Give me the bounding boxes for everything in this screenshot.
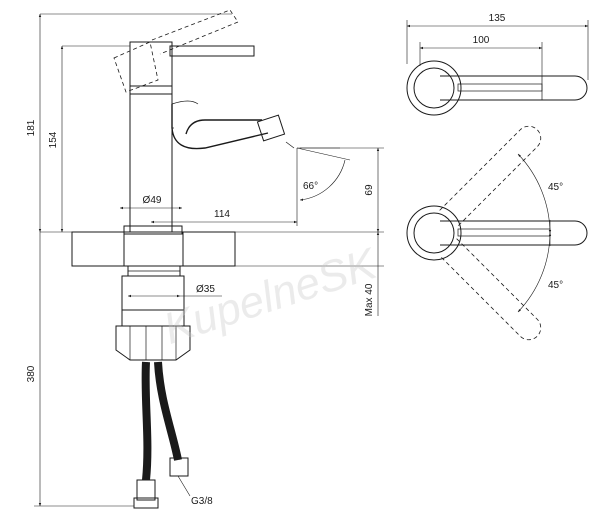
dimension-100: 100 <box>419 35 543 76</box>
faucet-body <box>123 85 183 235</box>
dimension-135: 135 <box>406 13 589 80</box>
angle-lower-label: 45° <box>548 280 563 291</box>
dimension-max40: Max 40 <box>235 232 384 316</box>
side-view: 181 154 Ø49 114 66° <box>26 9 384 509</box>
dimension-69: 69 <box>235 147 384 233</box>
top-view: 135 100 <box>406 13 589 116</box>
dim-114-label: 114 <box>214 209 230 220</box>
dimension-d35: Ø35 <box>128 284 222 298</box>
rotation-view: 45° 45° <box>406 125 588 341</box>
dim-380-label: 380 <box>26 365 37 382</box>
dim-154-label: 154 <box>48 131 59 148</box>
angle-arcs <box>517 153 552 313</box>
handle-rotated-right <box>439 238 542 341</box>
dimension-181: 181 <box>26 13 232 233</box>
faucet-spout <box>171 100 295 150</box>
dim-181-label: 181 <box>26 119 37 136</box>
dim-g38-label: G3/8 <box>191 496 213 507</box>
dim-69-label: 69 <box>364 184 375 196</box>
handle-raised-position <box>113 9 239 93</box>
dim-max40-label: Max 40 <box>364 283 375 316</box>
angle-upper-label: 45° <box>548 182 563 193</box>
countertop <box>71 231 236 267</box>
dim-d49-label: Ø49 <box>143 195 162 206</box>
callout-g38: G3/8 <box>177 475 213 507</box>
dimension-380: 380 <box>26 232 134 507</box>
dim-135-label: 135 <box>489 13 506 24</box>
watermark: KupelneSK <box>158 239 384 354</box>
dim-100-label: 100 <box>473 35 490 46</box>
dimension-154: 154 <box>48 45 130 232</box>
dim-66-label: 66° <box>303 181 318 192</box>
dimension-114: 114 <box>151 148 298 226</box>
mounting-shank <box>115 265 191 361</box>
flexible-hoses <box>133 361 189 509</box>
handle-rotated-left <box>439 125 542 228</box>
faucet-handle <box>129 41 255 95</box>
dimension-66-deg: 66° <box>296 147 351 201</box>
dimension-d49: Ø49 <box>120 195 182 212</box>
dim-d35-label: Ø35 <box>196 284 215 295</box>
